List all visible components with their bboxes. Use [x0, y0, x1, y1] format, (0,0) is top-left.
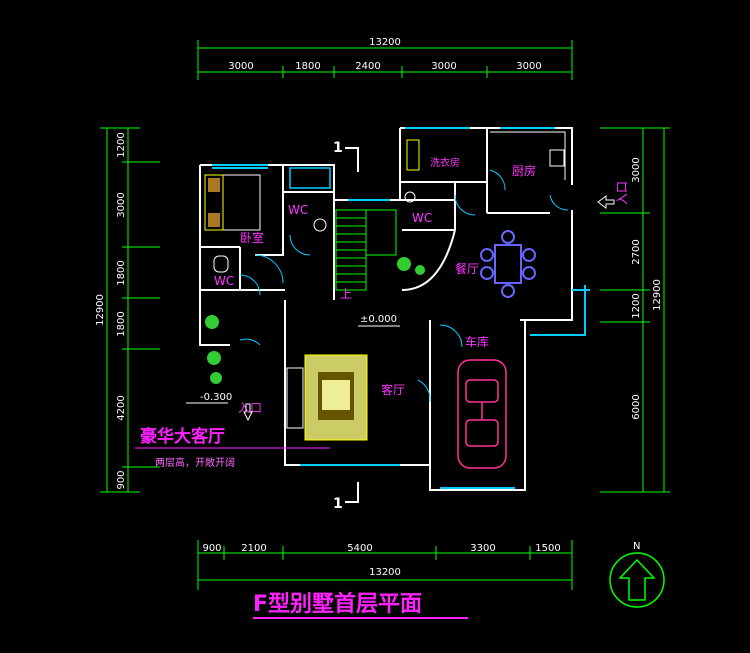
dimension-lines — [100, 40, 670, 590]
stair-up-label: 上 — [340, 287, 352, 301]
dim-bottom-seg-1: 900 — [202, 543, 221, 554]
room-label-laundry: 洗衣房 — [430, 156, 460, 169]
dining-table — [480, 230, 536, 298]
plants — [205, 257, 425, 384]
dim-right-seg-2: 2700 — [631, 239, 642, 264]
highlight-title: 豪华大客厅 — [140, 426, 225, 447]
dim-bottom-total: 13200 — [369, 567, 401, 578]
dim-right-total: 12900 — [652, 279, 663, 311]
dim-left-total: 12900 — [95, 294, 106, 326]
dim-top-seg-1: 3000 — [228, 61, 253, 72]
kitchen-counter — [490, 131, 566, 180]
bathroom-fixtures — [213, 139, 420, 273]
dim-right-seg-4: 6000 — [631, 394, 642, 419]
room-label-bedroom: 卧室 — [240, 230, 264, 245]
car — [457, 359, 507, 469]
drawing-title: F型别墅首层平面 — [253, 591, 422, 617]
dim-right-seg-1: 3000 — [631, 157, 642, 182]
dim-bottom-seg-5: 1500 — [535, 543, 560, 554]
dim-top-seg-4: 3000 — [431, 61, 456, 72]
dim-left-seg-4: 1800 — [116, 311, 127, 336]
dim-left-seg-3: 1800 — [116, 260, 127, 285]
dim-bottom-seg-3: 5400 — [347, 543, 372, 554]
entrance-side-arrow-icon — [597, 195, 615, 209]
dim-left-seg-1: 1200 — [116, 132, 127, 157]
section-marks — [345, 147, 359, 503]
living-sofa-set — [286, 354, 368, 441]
entrance-side-label: 入口 — [615, 181, 629, 205]
windows — [212, 127, 590, 489]
north-label: N — [633, 541, 640, 552]
section-mark-top: 1 — [333, 140, 343, 156]
floor-level: ±0.000 — [360, 314, 397, 325]
dim-left-seg-2: 3000 — [116, 192, 127, 217]
room-label-living: 客厅 — [381, 382, 405, 397]
bed — [204, 174, 261, 231]
room-label-wc-stair: WC — [412, 211, 432, 225]
dim-bottom-seg-4: 3300 — [470, 543, 495, 554]
dim-left-seg-6: 900 — [116, 470, 127, 489]
entrance-main-arrow-icon — [243, 403, 253, 422]
dim-right-seg-3: 1200 — [631, 293, 642, 318]
dim-bottom-seg-2: 2100 — [241, 543, 266, 554]
curved-wall — [401, 229, 456, 291]
room-label-garage: 车库 — [465, 334, 489, 349]
room-label-wc-upper: WC — [288, 203, 308, 217]
room-label-dining: 餐厅 — [455, 261, 479, 276]
north-arrow-icon — [609, 552, 665, 608]
dim-top-seg-2: 1800 — [295, 61, 320, 72]
highlight-note: 两层高，开敞开阔 — [155, 456, 235, 469]
doors — [239, 169, 569, 403]
dim-top-seg-3: 2400 — [355, 61, 380, 72]
room-label-wc-bedroom: WC — [214, 274, 234, 288]
outside-level: -0.300 — [200, 392, 232, 403]
dim-top-seg-5: 3000 — [516, 61, 541, 72]
walls — [199, 127, 573, 491]
section-mark-bottom: 1 — [333, 496, 343, 512]
room-label-kitchen: 厨房 — [512, 163, 536, 178]
dim-left-seg-5: 4200 — [116, 395, 127, 420]
dim-top-total: 13200 — [369, 37, 401, 48]
staircase — [335, 209, 397, 291]
